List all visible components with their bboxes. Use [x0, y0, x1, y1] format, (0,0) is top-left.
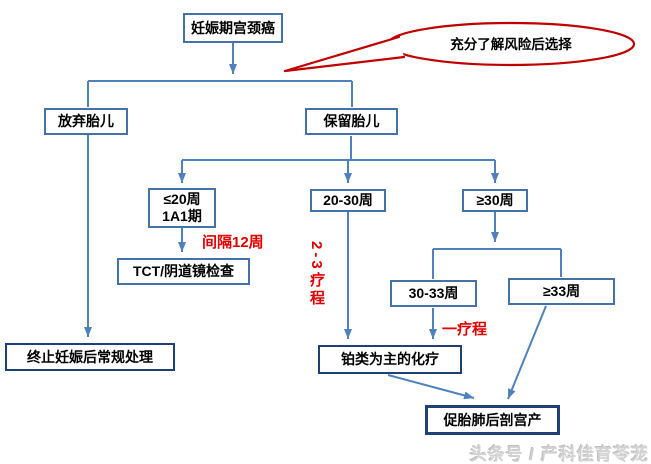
- node-pregnancy-cervical-cancer: 妊娠期宫颈癌: [183, 13, 283, 43]
- node-abandon-fetus: 放弃胎儿: [44, 108, 128, 135]
- node-le20-weeks-1a1: ≤20周 1A1期: [148, 188, 216, 228]
- label-2-3-courses: 2-3疗程: [308, 241, 325, 308]
- node-30-33-weeks: 30-33周: [390, 280, 477, 307]
- callout-risk-note: 充分了解风险后选择: [450, 37, 572, 52]
- node-20-30-weeks: 20-30周: [310, 189, 386, 212]
- watermark-toutiao: 头条号 / 产科佳育苓茏: [469, 445, 649, 464]
- label-one-course: 一疗程: [442, 321, 488, 338]
- node-le20-line1: ≤20周: [163, 190, 201, 207]
- label-interval-12-weeks: 间隔12周: [202, 234, 264, 251]
- edge-ge33-to-csection: [507, 305, 547, 400]
- node-keep-fetus: 保留胎儿: [305, 108, 398, 135]
- node-ge30-weeks: ≥30周: [462, 189, 528, 212]
- node-csection-after-lung-maturation: 促胎肺后剖宫产: [425, 405, 560, 435]
- node-ge33-weeks: ≥33周: [508, 278, 615, 305]
- node-terminate-routine-care: 终止妊娠后常规处理: [5, 343, 175, 371]
- callout-balloon: [283, 21, 636, 73]
- node-tct-colposcopy: TCT/阴道镜检查: [117, 258, 250, 285]
- edge-chemo-to-csection: [387, 374, 475, 400]
- node-le20-line2: 1A1期: [162, 208, 202, 224]
- node-platinum-chemo: 铂类为主的化疗: [318, 345, 462, 374]
